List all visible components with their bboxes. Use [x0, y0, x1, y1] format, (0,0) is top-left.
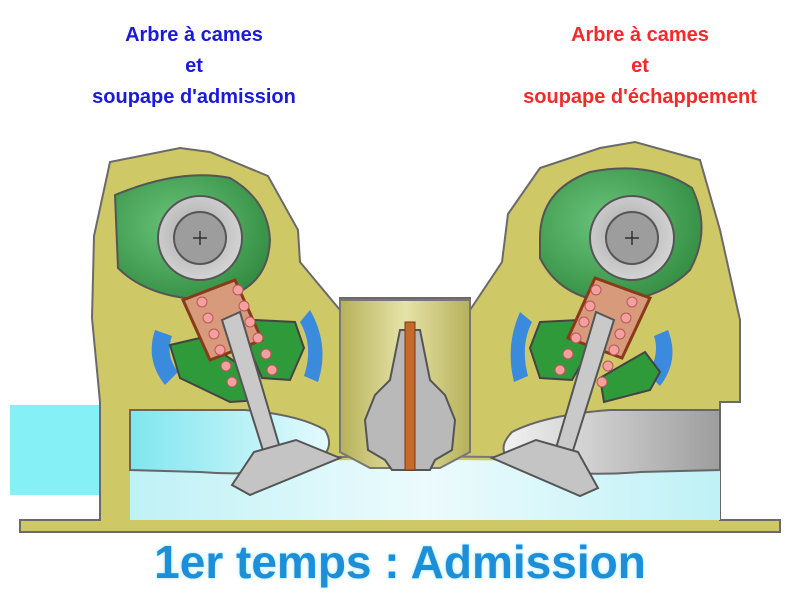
intake-label-line1: Arbre à cames — [125, 24, 263, 46]
exhaust-label-line1: Arbre à cames — [571, 24, 709, 46]
exhaust-label-line2: et — [631, 55, 649, 77]
exhaust-water-jacket — [510, 312, 532, 382]
intake-water-jacket-2 — [300, 310, 323, 382]
intake-water-jacket — [151, 330, 178, 385]
intake-label-line2: et — [185, 55, 203, 77]
intake-camshaft-label: Arbre à cames et soupape d'admission — [34, 20, 354, 113]
intake-valve-spring — [196, 284, 278, 388]
intake-valve-head — [230, 438, 343, 497]
spark-plug-electrode — [404, 321, 416, 471]
exhaust-camshaft-label: Arbre à cames et soupape d'échappement — [480, 20, 800, 113]
exhaust-valve-spring — [554, 284, 638, 388]
exhaust-label-line3: soupape d'échappement — [523, 86, 757, 108]
exhaust-valve-head — [489, 438, 600, 498]
stroke-caption: 1er temps : Admission — [154, 536, 646, 588]
exhaust-valve-guide-2 — [598, 350, 662, 404]
exhaust-cam-center-icon — [625, 231, 639, 245]
intake-label-line3: soupape d'admission — [92, 86, 296, 108]
intake-cam-center-icon — [193, 231, 207, 245]
